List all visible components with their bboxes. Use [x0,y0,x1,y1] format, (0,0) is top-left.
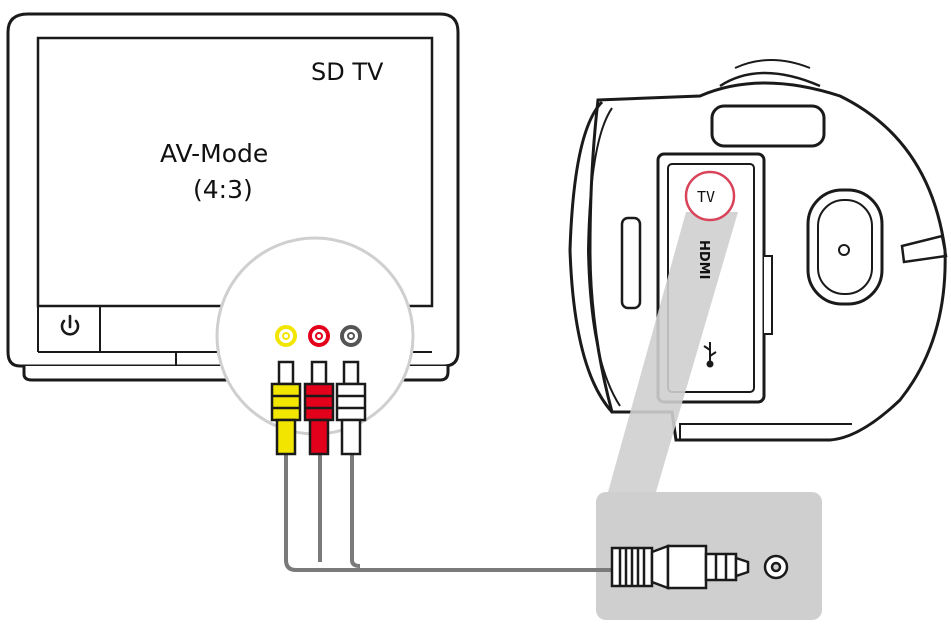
hdmi-port-label: HDMI [696,240,711,279]
screen-mode-label: AV-Mode [160,139,268,168]
usb-icon [703,342,717,368]
tv-port-marker [684,170,736,222]
av-cable [284,452,612,572]
tv-label: SD TV [311,58,384,86]
rca-plug-red [303,360,335,456]
rca-plug-white [335,360,367,456]
tv-port-label: TV [697,188,715,206]
mini-jack-socket [763,554,789,580]
rca-plug-yellow [270,360,302,456]
rca-socket-red [308,325,330,347]
rca-socket-white [340,325,362,347]
rca-socket-yellow [275,325,297,347]
screen-ratio-label: (4:3) [193,175,253,204]
power-icon [60,314,80,336]
mini-jack-plug [610,544,750,590]
port-highlight [608,212,738,492]
